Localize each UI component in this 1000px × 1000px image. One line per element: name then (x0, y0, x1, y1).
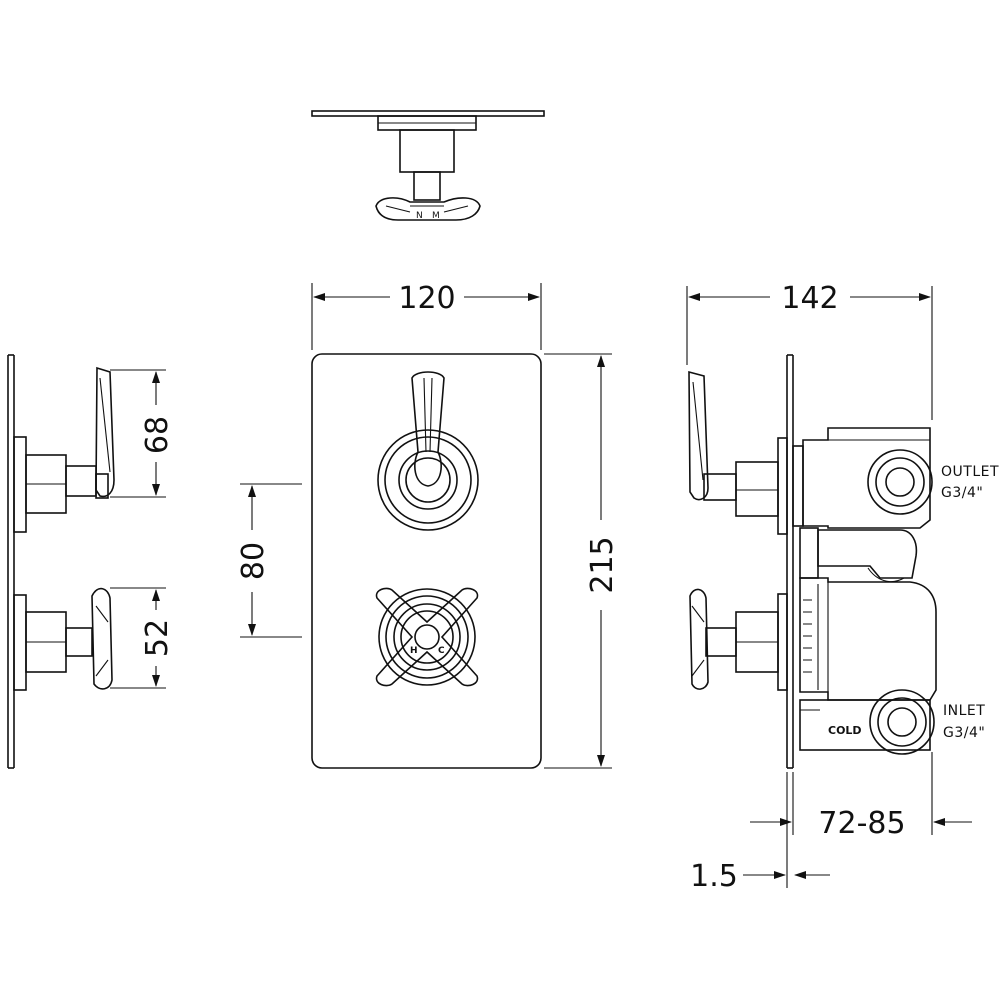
inlet-thread-label: G3/4" (943, 725, 985, 741)
left-view-dimensions: 68 52 (110, 369, 175, 689)
lever-control (377, 371, 479, 531)
top-view: N M (311, 110, 545, 221)
dim-cross-handle-height: 52 (140, 619, 175, 657)
dim-plate-height: 215 (585, 536, 620, 593)
hot-marker: H (410, 646, 418, 656)
dim-overall-depth: 142 (781, 281, 838, 316)
svg-text:N: N (416, 211, 423, 221)
svg-text:M: M (432, 211, 440, 221)
outlet-label: OUTLET (941, 464, 999, 480)
faceplate (311, 353, 542, 769)
left-side-view (7, 354, 115, 769)
dim-control-spacing: 80 (236, 542, 271, 580)
right-side-view: COLD OUTLET G3/4" INLET G3/4" 142 72-85 … (686, 281, 999, 894)
dim-lever-height: 68 (140, 416, 175, 454)
inlet-label: INLET (943, 703, 985, 719)
dim-plate-width: 120 (398, 281, 455, 316)
front-view: H C 120 215 80 (236, 281, 620, 769)
dim-plate-thickness: 1.5 (690, 859, 738, 894)
cold-marker: C (438, 646, 445, 656)
outlet-thread-label: G3/4" (941, 485, 983, 501)
dim-body-depth: 72-85 (818, 806, 905, 841)
cross-handle-control: H C (375, 587, 479, 687)
cold-label: COLD (828, 724, 862, 737)
